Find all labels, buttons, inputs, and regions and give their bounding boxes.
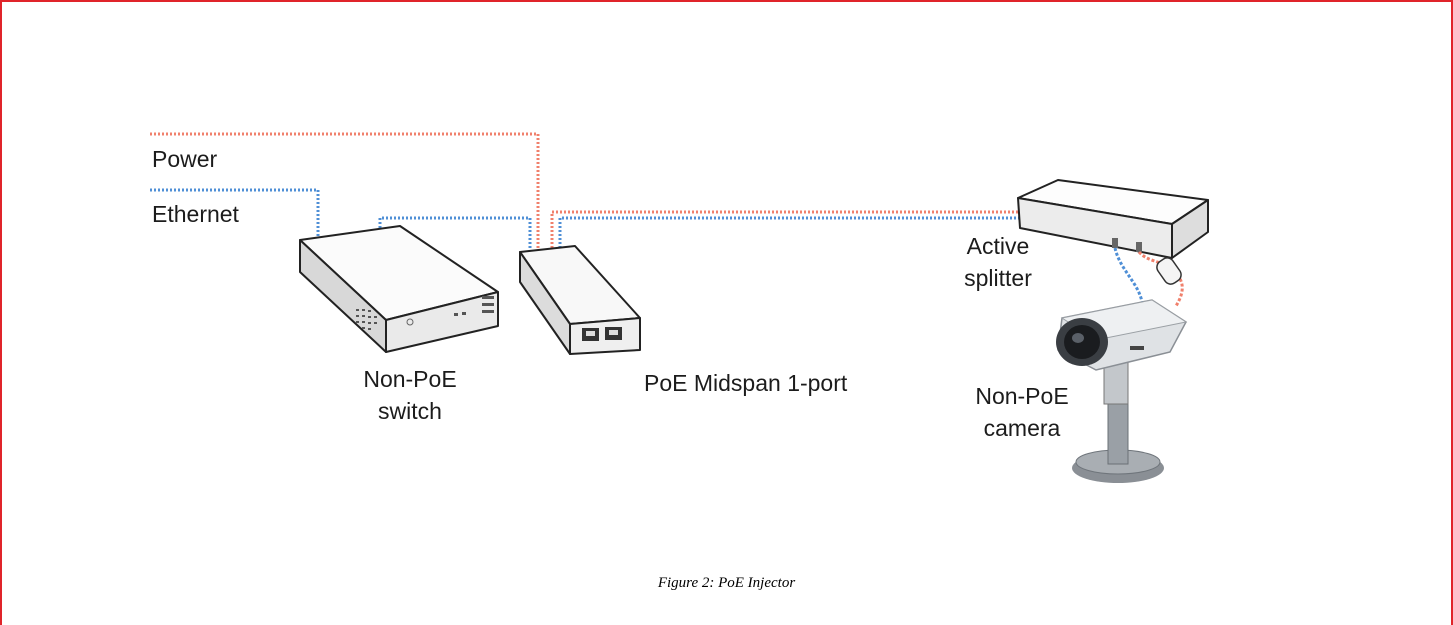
cable-clip-icon [1156, 257, 1182, 285]
splitter-label-line2: splitter [964, 265, 1032, 291]
camera-label-line1: Non-PoE [975, 383, 1069, 409]
switch-label-line2: switch [378, 398, 442, 424]
midspan-label: PoE Midspan 1-port [644, 370, 848, 396]
power-line [150, 132, 1020, 248]
power-label: Power [152, 146, 218, 172]
ethernet-line [150, 188, 1020, 248]
splitter-label-line1: Active [966, 233, 1030, 259]
switch-label-line1: Non-PoE [363, 366, 457, 392]
switch-label: Non-PoE switch [345, 363, 475, 427]
camera-label-line2: camera [983, 415, 1061, 441]
midspan-injector-icon [519, 245, 641, 355]
figure-caption: Figure 2: PoE Injector [657, 575, 796, 591]
splitter-label: Active splitter [938, 230, 1058, 294]
switch-device-icon [299, 225, 499, 353]
ethernet-label: Ethernet [152, 201, 239, 227]
camera-icon [1056, 299, 1188, 483]
camera-label: Non-PoE camera [957, 380, 1087, 444]
active-splitter-icon [1017, 179, 1209, 259]
